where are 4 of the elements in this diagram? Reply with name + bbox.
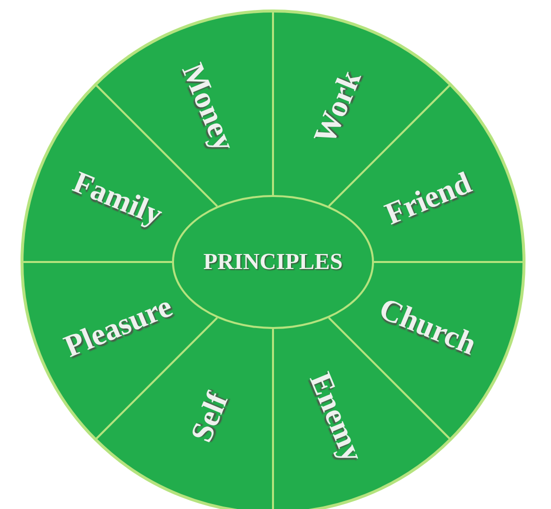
sector-label: Self — [184, 388, 233, 446]
sector-label: Enemy — [305, 368, 370, 466]
sector-label: Work — [308, 66, 366, 148]
sector-label: Money — [176, 58, 240, 155]
